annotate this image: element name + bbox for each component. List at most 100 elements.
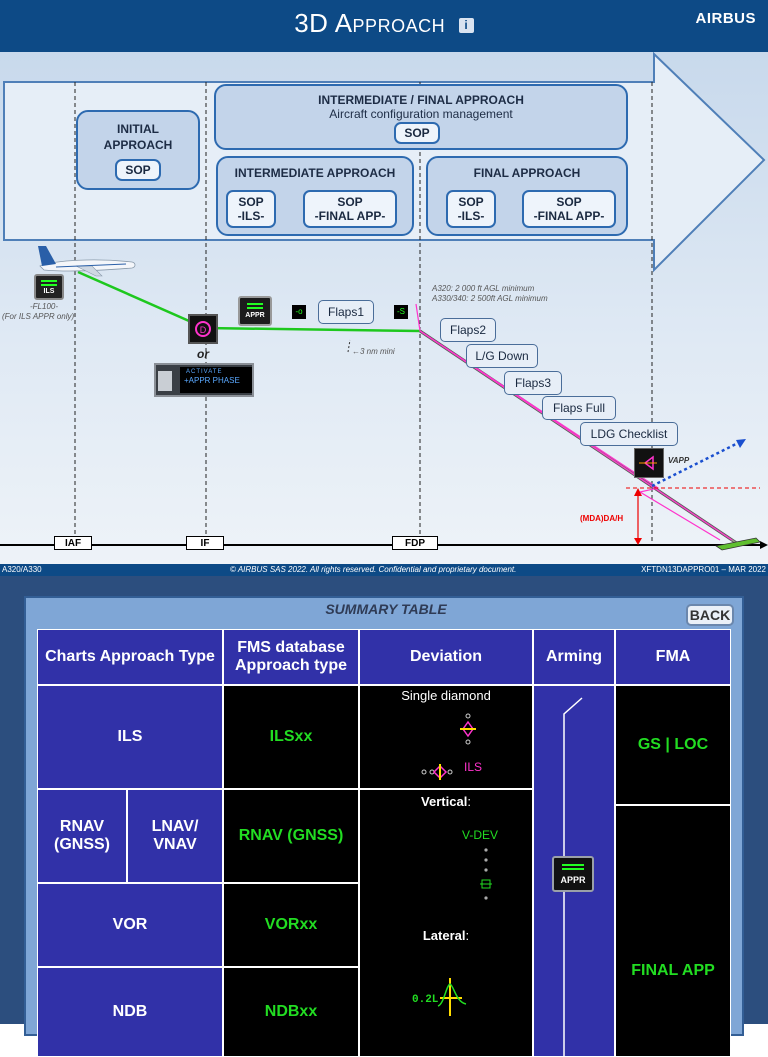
lateral-deviation-scale-icon (437, 978, 467, 1016)
deviation-non-ils-cell: Vertical: V-DEV Lateral: 0.2L (359, 789, 533, 1057)
flaps3-step: Flaps3 (504, 371, 562, 395)
chart-type-vor: VOR (37, 883, 223, 967)
appr-pushbutton[interactable]: APPR (238, 296, 272, 326)
sop-final-intermediate-line2: -FINAL APP- (314, 209, 386, 223)
sop-final-app-button-intermediate[interactable]: SOP -FINAL APP- (303, 190, 397, 228)
mcdu-activate-appr-phase[interactable]: ACTIVATE +APPR PHASE (154, 363, 254, 397)
ils-pushbutton[interactable]: ILS (34, 274, 64, 300)
mda-da-h-label: (MDA)DA/H (580, 514, 624, 523)
fms-type-vor: VORxx (223, 883, 359, 967)
sop-ils-button-final[interactable]: SOP -ILS- (446, 190, 496, 228)
final-approach-title: FINAL APPROACH (473, 166, 581, 180)
appr-phase-label: +APPR PHASE (184, 376, 240, 385)
chart-type-lnav-vnav: LNAV/ VNAV (127, 789, 223, 883)
summary-panel: SUMMARY TABLE BACK Charts Approach Type … (24, 596, 744, 1057)
appr-pushbutton-label: APPR (245, 312, 265, 319)
sop-button-initial[interactable]: SOP (115, 159, 161, 181)
header-charts-approach-type: Charts Approach Type (37, 629, 223, 685)
initial-approach-title-1: INITIAL (117, 122, 159, 136)
info-icon[interactable]: i (458, 17, 474, 33)
appr-arming-label: APPR (560, 875, 586, 885)
deviation-ils-cell: Single diamond ILS (359, 685, 533, 789)
vertical-deviation-label-text: Vertical (421, 794, 468, 809)
intermediate-final-approach-box: INTERMEDIATE / FINAL APPROACH Aircraft c… (214, 84, 628, 150)
green-dot-speed-marker: -o (292, 305, 306, 319)
lg-down-step: L/G Down (466, 344, 538, 368)
sop-ils-intermediate-line1: SOP (238, 195, 264, 209)
intermediate-final-subtitle: Aircraft configuration management (329, 107, 513, 121)
ils-appr-only-note: (For ILS APPR only) (2, 312, 75, 321)
ils-deviation-label: ILS (464, 760, 483, 774)
header-arming: Arming (533, 629, 615, 685)
page-title: 3D Approach i (0, 8, 768, 39)
vertical-deviation-label: Vertical: (360, 794, 532, 809)
arming-cell: APPR (533, 685, 615, 1057)
appr-arming-button[interactable]: APPR (552, 856, 594, 892)
approach-diagram: INTERMEDIATE / FINAL APPROACH Aircraft c… (0, 52, 768, 570)
flaps1-step: Flaps1 (318, 300, 374, 324)
three-nm-note-arrow: ← (352, 347, 360, 356)
chart-type-ndb: NDB (37, 967, 223, 1057)
aircraft-icon (38, 246, 136, 277)
fms-type-rnav-gnss: RNAV (GNSS) (223, 789, 359, 883)
intermediate-approach-title: INTERMEDIATE APPROACH (234, 166, 396, 180)
sop-final-intermediate-line1: SOP (337, 195, 363, 209)
vapp-speed-indicator (634, 448, 664, 478)
arming-bracket-line (563, 697, 583, 1056)
three-nm-note: ←3 nm mini (352, 347, 395, 356)
ldg-checklist-step: LDG Checklist (580, 422, 678, 446)
s-speed-marker: -S (394, 305, 408, 319)
or-label: or (197, 347, 209, 361)
three-nm-note-text: 3 nm mini (360, 347, 395, 356)
summary-title: SUMMARY TABLE (325, 601, 447, 617)
vdev-label: V-DEV (462, 828, 499, 842)
page-title-text: 3D Approach (294, 8, 446, 38)
lateral-deviation-label-text: Lateral (422, 928, 466, 943)
brand-logo: AIRBUS (695, 10, 756, 27)
header-bar: 3D Approach i AIRBUS (0, 0, 768, 52)
agl-note-a320: A320: 2 000 ft AGL minimum (432, 284, 535, 293)
sop-ils-intermediate-line2: -ILS- (237, 209, 265, 223)
header-fms-database-type: FMS database Approach type (223, 629, 359, 685)
lateral-deviation-label: Lateral: (360, 928, 532, 943)
fl100-note: -FL100- (30, 302, 59, 311)
sop-final-app-button-final[interactable]: SOP -FINAL APP- (522, 190, 616, 228)
sop-final-final-line1: SOP (556, 195, 582, 209)
fma-final-app: FINAL APP (615, 805, 731, 1057)
vdev-scale-icon (480, 848, 492, 900)
ils-deviation-scale-icon (421, 713, 476, 780)
lateral-deviation-label-colon: : (465, 928, 470, 943)
agl-note-a330: A330/340: 2 500ft AGL minimum (432, 294, 548, 303)
footer-doc-ref: XFTDN13DAPPRO01 – MAR 2022 (641, 565, 766, 574)
vapp-label: VAPP (668, 456, 690, 465)
vertical-deviation-label-colon: : (467, 794, 471, 809)
intermediate-final-title: INTERMEDIATE / FINAL APPROACH (318, 93, 524, 107)
header-fma: FMA (615, 629, 731, 685)
fdp-marker: FDP (392, 536, 438, 550)
summary-overlay: SUMMARY TABLE BACK Charts Approach Type … (0, 576, 768, 1057)
sop-ils-final-line2: -ILS- (457, 209, 485, 223)
activate-label: ACTIVATE (186, 369, 223, 375)
flaps2-step: Flaps2 (440, 318, 496, 342)
single-diamond-label: Single diamond (401, 688, 491, 703)
lateral-deviation-display: 0.2L (410, 976, 470, 1018)
footer-bar: A320/A330 © AIRBUS SAS 2022. All rights … (0, 564, 768, 576)
fms-type-ils: ILSxx (223, 685, 359, 789)
fma-gs-loc: GS | LOC (615, 685, 731, 805)
decel-pseudo-waypoint-icon: D (188, 314, 218, 344)
sop-ils-button-intermediate[interactable]: SOP -ILS- (226, 190, 276, 228)
ils-pushbutton-label: ILS (43, 288, 55, 295)
sop-ils-final-line1: SOP (458, 195, 484, 209)
back-button[interactable]: BACK (686, 604, 734, 626)
fms-type-ndb: NDBxx (223, 967, 359, 1057)
footer-copyright: © AIRBUS SAS 2022. All rights reserved. … (230, 565, 517, 574)
if-marker: IF (186, 536, 224, 550)
flaps-full-step: Flaps Full (542, 396, 616, 420)
sop-button-intermediate-final[interactable]: SOP (394, 122, 440, 144)
sop-final-final-line2: -FINAL APP- (533, 209, 605, 223)
footer-aircraft-types: A320/A330 (2, 565, 42, 574)
lateral-deviation-value: 0.2L (412, 994, 439, 1006)
iaf-marker: IAF (54, 536, 92, 550)
chart-type-rnav-gnss: RNAV (GNSS) (37, 789, 127, 883)
chart-type-ils: ILS (37, 685, 223, 789)
